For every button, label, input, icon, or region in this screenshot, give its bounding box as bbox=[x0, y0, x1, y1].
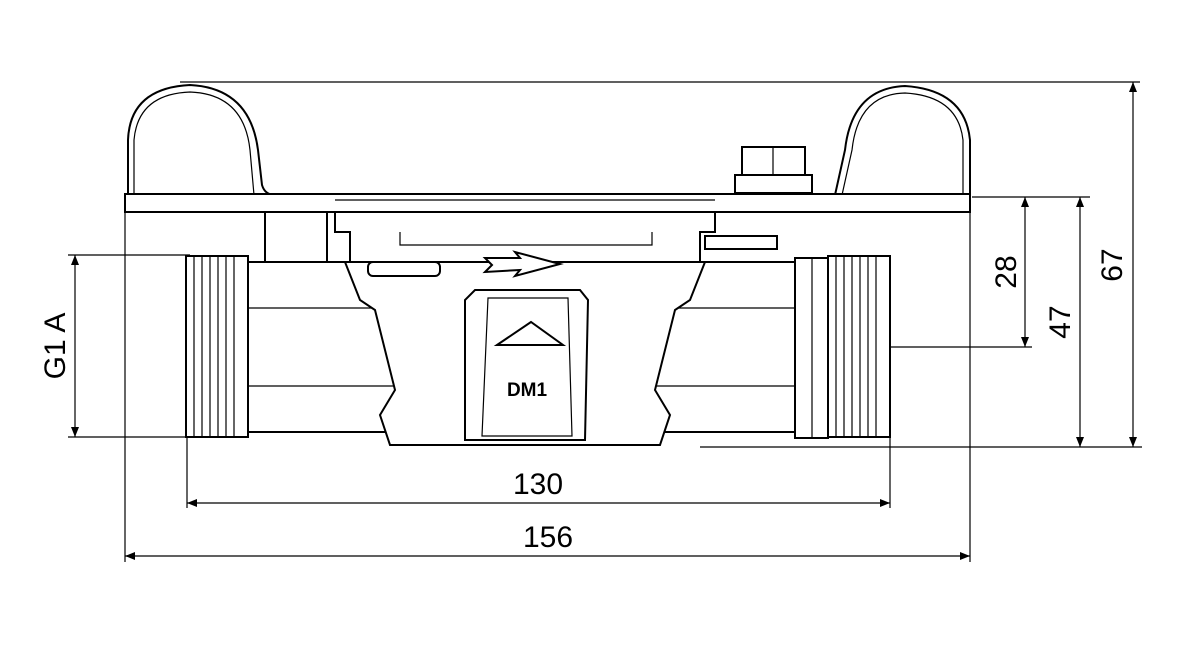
dim-156: 156 bbox=[523, 521, 573, 554]
right-ear bbox=[833, 84, 971, 196]
dim-67: 67 bbox=[1096, 248, 1129, 281]
right-thread bbox=[827, 255, 891, 438]
nut bbox=[734, 174, 813, 194]
dim-thread: G1 A bbox=[39, 313, 72, 380]
left-ear bbox=[127, 83, 276, 196]
flow-meter: DM1 bbox=[124, 83, 971, 446]
dim-47: 47 bbox=[1044, 305, 1077, 338]
dim-130: 130 bbox=[513, 468, 563, 501]
mounting-plate bbox=[124, 193, 971, 213]
label-pocket bbox=[464, 289, 590, 441]
body-label: DM1 bbox=[507, 380, 548, 401]
left-thread bbox=[185, 255, 249, 438]
direction-triangle-icon bbox=[493, 320, 567, 346]
dimension-lines bbox=[71, 82, 1137, 560]
dim-28: 28 bbox=[990, 255, 1023, 288]
flow-arrow-icon bbox=[482, 250, 564, 278]
